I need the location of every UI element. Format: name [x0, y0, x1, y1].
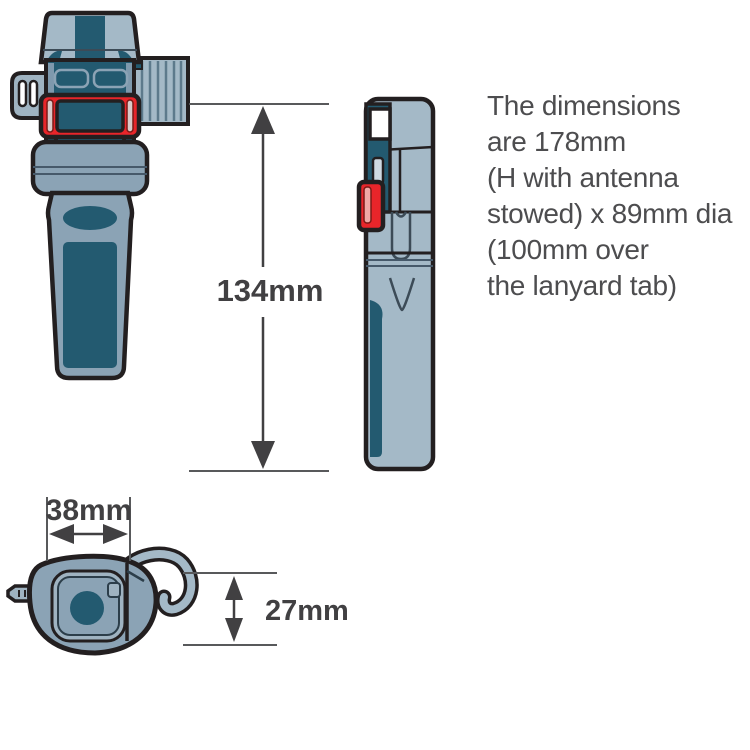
description-line: are 178mm	[487, 126, 626, 157]
antenna-port-circle	[70, 591, 104, 625]
description-text: The dimensions are 178mm (H with antenna…	[487, 88, 745, 304]
collar-ring-side	[366, 251, 433, 267]
depth-dimension-label: 27mm	[265, 595, 349, 627]
depth-dimension-arrow-icon	[183, 572, 277, 646]
grip-body	[45, 190, 135, 381]
description-line: the lanyard tab)	[487, 270, 677, 301]
left-button	[53, 68, 90, 89]
top-cap	[38, 10, 142, 65]
grip-label-panel	[63, 242, 117, 368]
side-view-drawing	[356, 96, 436, 472]
height-dimension-arrow-icon	[189, 103, 329, 472]
top-view-drawing	[6, 546, 199, 656]
grip-dark-strip-side	[370, 300, 383, 457]
grip-seam-notch	[388, 277, 416, 312]
description-line: The dimensions	[487, 90, 681, 121]
right-button	[92, 68, 129, 89]
height-dimension-label: 134mm	[216, 273, 324, 308]
width-dimension-label: 38mm	[45, 494, 133, 527]
front-view-drawing	[10, 10, 190, 381]
lanyard-tab-front	[10, 71, 48, 120]
top-view-figure	[5, 545, 205, 670]
grip-oval-detail	[63, 206, 117, 230]
description-line: (H with antenna	[487, 162, 679, 193]
description-line: stowed) x 89mm dia	[487, 198, 733, 229]
top-face-detail	[50, 569, 127, 643]
description-line: (100mm over	[487, 234, 649, 265]
width-dimension-arrow-icon	[46, 497, 131, 561]
side-view-figure	[340, 90, 475, 485]
red-clip-side	[356, 179, 386, 233]
lanyard-hook	[112, 546, 199, 617]
front-view-figure	[0, 0, 200, 395]
